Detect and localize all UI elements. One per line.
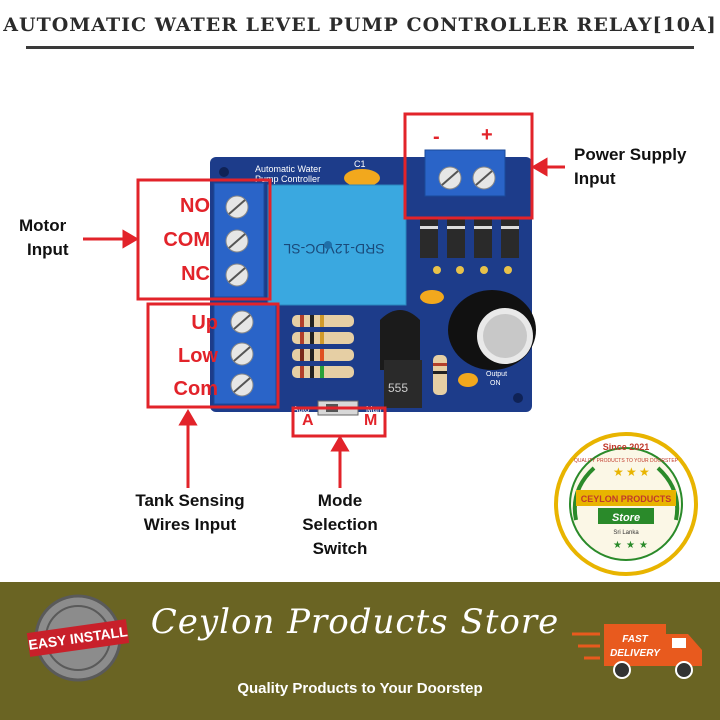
star-icon: ★	[639, 540, 648, 551]
diodes	[420, 218, 519, 258]
callout-power-line1: Power Supply	[574, 145, 687, 164]
callout-mode-line2: Selection	[302, 515, 378, 534]
callout-power-supply: Power Supply Input	[574, 143, 686, 191]
callout-motor-line1: Motor	[19, 216, 67, 235]
badge-ribbon-text: CEYLON PRODUCTS	[581, 494, 672, 504]
badge-arc: QUALITY PRODUCTS TO YOUR DOORSTEP	[574, 458, 679, 464]
ceramic-capacitor	[344, 169, 380, 187]
capacitor-label: C1	[354, 159, 366, 169]
callout-mode: Mode Selection Switch	[290, 489, 390, 561]
badge-country: Sri Lanka	[613, 530, 639, 536]
star-icon: ★	[639, 465, 650, 479]
page-title: AUTOMATIC WATER LEVEL PUMP CONTROLLER RE…	[3, 14, 717, 36]
silkscreen-subtitle: Pump Controller	[255, 174, 320, 184]
solder-pads	[433, 266, 512, 274]
on-print: ON	[490, 380, 501, 387]
ic-555	[384, 360, 422, 408]
easy-install-seal: EASY INSTALL	[26, 594, 130, 682]
store-badge: Since 2021 QUALITY PRODUCTS TO YOUR DOOR…	[554, 432, 698, 576]
badge-store: Store	[612, 512, 640, 524]
ceramic-capacitor-small	[420, 290, 444, 304]
ic-marking: 555	[388, 381, 408, 395]
footer-banner	[0, 582, 720, 720]
terminal-label-low: Low	[178, 345, 218, 367]
terminal-label-com: COM	[163, 229, 210, 251]
resistors	[292, 315, 447, 395]
ceramic-capacitor-small	[458, 373, 478, 387]
sensing-highlight-box	[146, 302, 280, 409]
mode-label-m: M	[364, 412, 378, 429]
delivery-truck-icon: FAST DELIVERY	[572, 624, 702, 679]
mode-label-a: A	[302, 412, 314, 429]
callout-tank-line1: Tank Sensing	[135, 491, 245, 510]
power-highlight-box	[403, 112, 534, 220]
relay	[267, 184, 407, 306]
callout-tank-sensing: Tank Sensing Wires Input	[128, 489, 252, 537]
mount-hole	[513, 393, 523, 403]
relay-mark	[324, 241, 332, 249]
terminal-label-com-sense: Com	[173, 378, 218, 400]
terminal-label-up: Up	[191, 312, 218, 334]
terminal-label-no: NO	[180, 195, 210, 217]
star-icon: ★	[613, 540, 622, 551]
badge-since: Since 2021	[603, 442, 650, 452]
callout-tank-line2: Wires Input	[143, 515, 237, 534]
star-icon: ★	[626, 540, 635, 551]
star-icon: ★	[626, 465, 637, 479]
callout-mode-line1: Mode	[317, 491, 363, 510]
star-icon: ★	[613, 465, 624, 479]
power-minus-label: -	[433, 126, 440, 148]
delivery-text-2: DELIVERY	[610, 648, 661, 659]
badge-ribbon	[576, 490, 676, 506]
silkscreen-title: Automatic Water	[255, 164, 321, 174]
store-tagline: Quality Products to Your Doorstep	[237, 680, 483, 697]
output-print: Output	[486, 371, 507, 378]
transistor	[380, 310, 420, 370]
mount-hole	[219, 167, 229, 177]
callout-mode-line3: Switch	[312, 539, 368, 558]
title-divider	[26, 46, 694, 49]
callout-motor: Motor Input	[19, 214, 69, 262]
callout-motor-line2: Input	[27, 240, 69, 259]
relay-marking: SRD-12VDC-SL	[283, 241, 384, 257]
terminal-label-nc: NC	[181, 263, 210, 285]
store-name: Ceylon Products Store	[150, 602, 560, 642]
power-plus-label: +	[481, 124, 493, 146]
mode-highlight-box	[291, 406, 387, 438]
pcb-illustration: Automatic Water Pump Controller C1 SRD-1…	[83, 112, 565, 488]
callout-power-line2: Input	[574, 169, 616, 188]
delivery-text-1: FAST	[622, 634, 648, 645]
